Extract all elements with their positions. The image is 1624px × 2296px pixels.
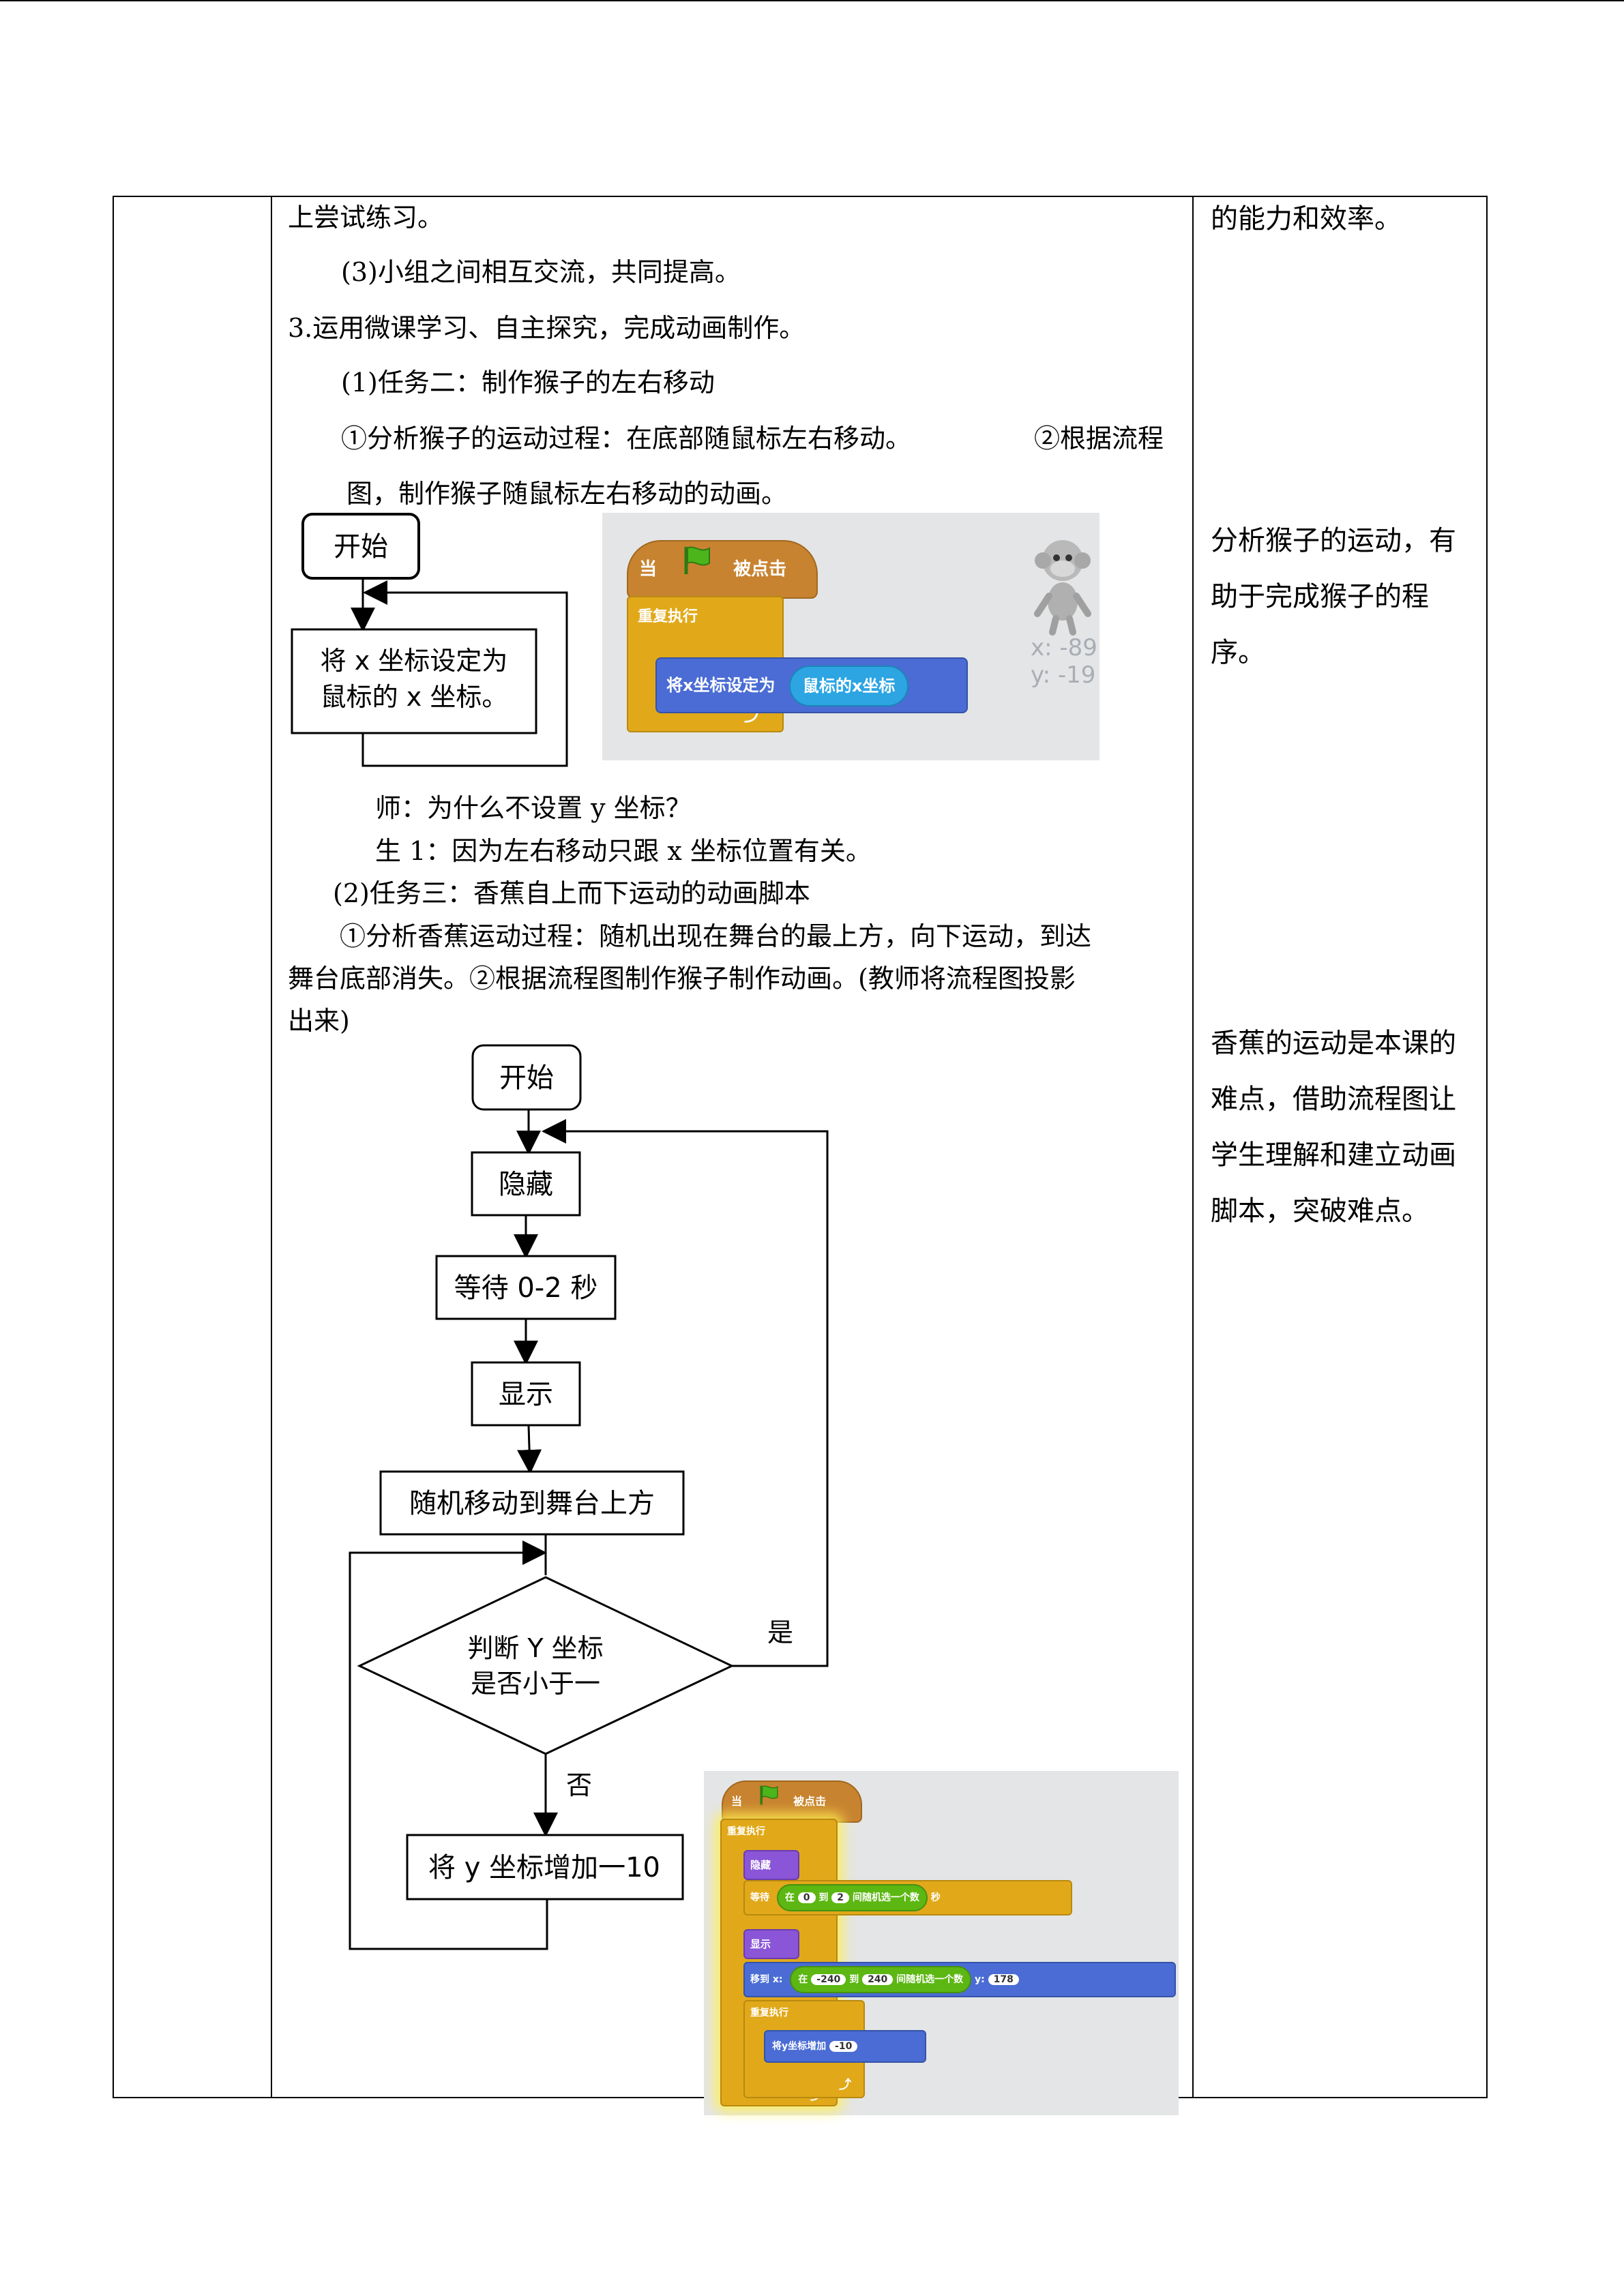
table-divider-2 <box>1192 196 1194 2098</box>
flow1-start-node <box>301 513 420 580</box>
random-reporter-1[interactable]: 在 0 到 2 间随机选一个数 <box>776 1884 928 1911</box>
text-line-2: (3)小组之间相互交流，共同提高。 <box>341 257 741 287</box>
teacher-question: 师：为什么不设置 y 坐标？ <box>375 793 692 823</box>
flow2-no-label: 否 <box>566 1770 592 1800</box>
wait-block[interactable]: 等待 在 0 到 2 间随机选一个数 秒 <box>743 1880 1072 1915</box>
when-label: 当 <box>639 559 658 580</box>
flow2-decision-node <box>357 1576 735 1755</box>
table-border-left <box>113 196 114 2098</box>
when-flag-clicked-block-2[interactable]: 当 被点击 <box>722 1780 862 1823</box>
flow1-process-box <box>291 628 537 734</box>
random-to-input-2[interactable]: 240 <box>862 1974 894 1985</box>
clicked-label-2: 被点击 <box>793 1795 827 1808</box>
scratch-panel-banana: 当 被点击 重复执行 ⤴ 隐藏 等待 在 0 到 2 间随机选一个数 秒 显示 … <box>704 1771 1179 2115</box>
green-flag-icon <box>682 542 713 598</box>
task3-title: (2)任务三：香蕉自上而下运动的动画脚本 <box>333 878 810 908</box>
text-line-3: 3.运用微课学习、自主探究，完成动画制作。 <box>288 313 806 343</box>
right-note-3-line: 脚本，突破难点。 <box>1211 1195 1429 1227</box>
task3-line-2: 舞台底部消失。②根据流程图制作猴子制作动画。(教师将流程图投影 <box>288 964 1076 994</box>
flowchart-banana: 开始 隐藏 等待 0-2 秒 显示 随机移动到舞台上方 判断 Y 坐标 是否小于… <box>349 1044 829 1950</box>
random-from-input-2[interactable]: -240 <box>811 1974 846 1985</box>
monkey-sprite-icon <box>1032 533 1093 638</box>
flow1-box-line2: 鼠标的 x 坐标。 <box>321 682 508 712</box>
text-line-4: (1)任务二：制作猴子的左右移动 <box>341 368 715 398</box>
random-reporter-2[interactable]: 在 -240 到 240 间随机选一个数 <box>790 1966 972 1993</box>
change-y-block[interactable]: 将y坐标增加 -10 <box>764 2030 926 2063</box>
task3-line-1: ①分析香蕉运动过程：随机出现在舞台的最上方，向下运动，到达 <box>340 921 1092 951</box>
set-x-block[interactable]: 将x坐标设定为 鼠标的x坐标 <box>655 657 968 713</box>
clicked-label: 被点击 <box>733 559 787 580</box>
flow2-start-node <box>471 1044 582 1111</box>
green-flag-icon-2 <box>758 1783 780 1822</box>
right-note-3: 香蕉的运动是本课的 难点，借助流程图让 学生理解和建立动画 脚本，突破难点。 <box>1211 1015 1477 1239</box>
random-to-label-1: 到 <box>818 1892 829 1903</box>
flow2-hide-label: 隐藏 <box>499 1169 553 1200</box>
hide-block[interactable]: 隐藏 <box>743 1850 799 1880</box>
mouse-x-reporter[interactable]: 鼠标的x坐标 <box>788 666 909 706</box>
forever-label-2: 重复执行 <box>727 1826 765 1837</box>
sprite-coords: x: -89 y: -19 <box>1031 634 1097 689</box>
right-note-1: 的能力和效率。 <box>1211 203 1402 235</box>
flow2-show-label: 显示 <box>499 1379 553 1410</box>
table-border-right <box>1486 196 1488 2098</box>
random-from-input-1[interactable]: 0 <box>797 1892 816 1903</box>
right-note-3-line: 香蕉的运动是本课的 <box>1211 1028 1456 1059</box>
forever-label: 重复执行 <box>638 608 698 625</box>
right-note-3-line: 难点，借助流程图让 <box>1211 1084 1456 1115</box>
right-note-2-line: 序。 <box>1211 637 1265 668</box>
flow2-hide-node <box>471 1151 581 1217</box>
goto-label: 移到 x: <box>750 1974 783 1985</box>
flow2-yes-label: 是 <box>767 1617 793 1648</box>
flow2-change-y-node <box>406 1834 684 1900</box>
goto-y-label: y: <box>975 1974 985 1985</box>
flow1-start-label: 开始 <box>334 531 388 563</box>
flow2-goto-node <box>379 1470 685 1536</box>
text-line-6: 图，制作猴子随鼠标左右移动的动画。 <box>346 479 788 509</box>
flow2-decision-line2: 是否小于一 <box>471 1669 600 1699</box>
text-line-5b: ②根据流程 <box>1034 423 1164 453</box>
random-suffix-2: 间随机选一个数 <box>896 1974 964 1985</box>
right-note-3-line: 学生理解和建立动画 <box>1211 1139 1456 1171</box>
random-suffix-1: 间随机选一个数 <box>852 1892 919 1903</box>
flow2-start-label: 开始 <box>499 1062 554 1094</box>
forever-label-3: 重复执行 <box>750 2008 788 2018</box>
flow2-change-y-label: 将 y 坐标增加一10 <box>428 1852 660 1883</box>
table-divider-1 <box>271 196 272 2098</box>
table-border-top <box>113 196 1488 197</box>
flow1-box-line1: 将 x 坐标设定为 <box>321 646 508 676</box>
scratch-panel-monkey: 当 被点击 重复执行 ⤴ 将x坐标设定为 鼠标的x坐标 x: -89 y: -1… <box>602 513 1099 760</box>
random-to-input-1[interactable]: 2 <box>831 1892 849 1903</box>
flow2-show-node <box>471 1361 581 1427</box>
student-answer: 生 1：因为左右移动只跟 x 坐标位置有关。 <box>375 836 872 866</box>
show-block[interactable]: 显示 <box>743 1929 799 1959</box>
right-note-2-line: 助于完成猴子的程 <box>1211 581 1429 612</box>
goto-y-input[interactable]: 178 <box>988 1974 1019 1985</box>
task3-line-3: 出来) <box>288 1006 350 1036</box>
random-in-label-2: 在 <box>798 1974 808 1985</box>
page-top-rule <box>0 0 1624 1</box>
flow2-goto-label: 随机移动到舞台上方 <box>409 1488 655 1519</box>
right-note-2-line: 分析猴子的运动，有 <box>1211 525 1456 556</box>
sprite-x-readout: x: -89 <box>1031 634 1097 661</box>
when-label-2: 当 <box>731 1795 743 1808</box>
goto-xy-block[interactable]: 移到 x: 在 -240 到 240 间随机选一个数 y: 178 <box>743 1962 1176 1997</box>
when-flag-clicked-block[interactable]: 当 被点击 <box>627 540 818 599</box>
sprite-y-readout: y: -19 <box>1031 661 1096 689</box>
flow2-decision-line1: 判断 Y 坐标 <box>467 1633 603 1663</box>
change-y-label: 将y坐标增加 <box>772 2041 827 2052</box>
flow2-wait-label: 等待 0-2 秒 <box>454 1272 598 1304</box>
loop-arrow-icon-3: ⤴ <box>839 2078 851 2092</box>
random-to-label-2: 到 <box>849 1974 859 1985</box>
flow2-wait-node <box>435 1255 617 1320</box>
set-x-label: 将x坐标设定为 <box>666 676 776 695</box>
text-line-5a: ①分析猴子的运动过程：在底部随鼠标左右移动。 <box>341 423 912 453</box>
flowchart-monkey: 开始 将 x 坐标设定为 鼠标的 x 坐标。 <box>291 513 568 767</box>
random-in-label-1: 在 <box>784 1892 795 1903</box>
text-line-1: 上尝试练习。 <box>288 203 444 233</box>
seconds-label: 秒 <box>930 1892 941 1903</box>
right-note-2: 分析猴子的运动，有 助于完成猴子的程 序。 <box>1211 513 1477 681</box>
change-y-input[interactable]: -10 <box>829 2041 858 2052</box>
wait-label: 等待 <box>750 1892 769 1903</box>
